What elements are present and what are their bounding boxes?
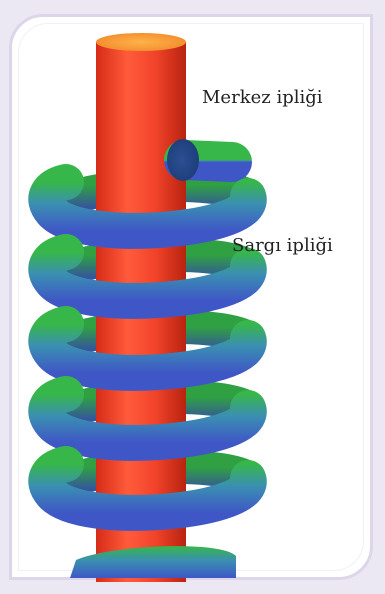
core-yarn-label: Merkez ipliği	[202, 87, 323, 108]
wrap-yarn-label: Sargı ipliği	[232, 235, 333, 256]
wrap-yarn-end	[167, 139, 232, 181]
